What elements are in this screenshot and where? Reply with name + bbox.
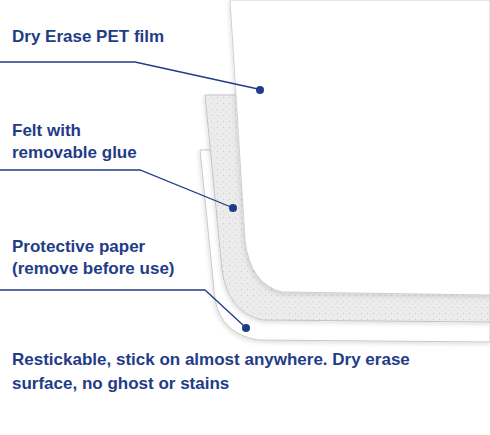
- layer-label: Protective paper (remove before use): [12, 236, 190, 280]
- leader-dot: [242, 324, 250, 332]
- leader-dot: [256, 86, 264, 94]
- leader-line: [0, 62, 258, 89]
- layer-label: Dry Erase PET film: [12, 26, 212, 48]
- leader-dot: [229, 204, 237, 212]
- layer-label: Felt with removable glue: [12, 120, 152, 164]
- pet-film-sheet: [230, 0, 490, 295]
- feature-note: Restickable, stick on almost anywhere. D…: [12, 348, 442, 396]
- leader-line: [0, 170, 231, 207]
- leader-line: [0, 290, 244, 326]
